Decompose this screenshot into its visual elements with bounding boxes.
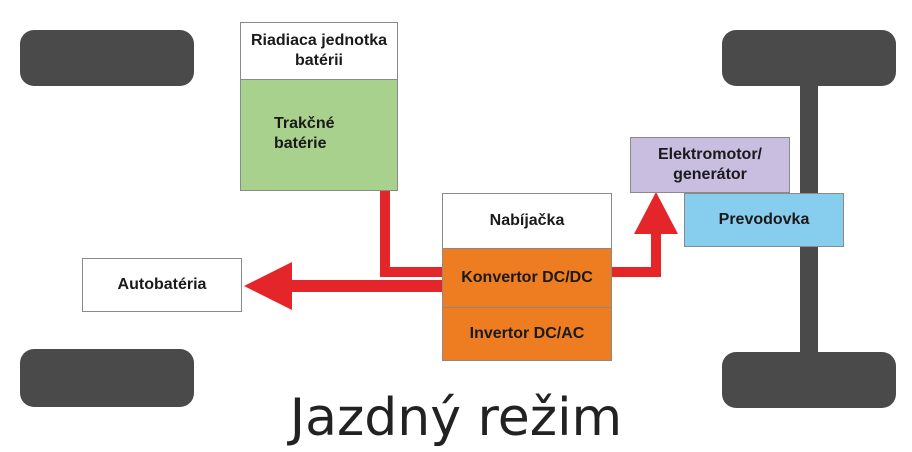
- gearbox: Prevodovka: [684, 193, 844, 247]
- dc-ac-inverter-label: Invertor DC/AC: [469, 325, 585, 342]
- auxiliary-battery: Autobatéria: [82, 258, 242, 312]
- dc-dc-converter: Konvertor DC/DC: [442, 248, 612, 308]
- dc-dc-converter-label: Konvertor DC/DC: [461, 269, 593, 286]
- front-right-wheel: [722, 30, 896, 86]
- gearbox-label: Prevodovka: [718, 211, 810, 228]
- motor-arrowhead: [634, 192, 678, 234]
- rear-right-wheel: [722, 352, 896, 408]
- charger-label: Nabíjačka: [489, 212, 565, 229]
- front-left-wheel: [20, 30, 194, 86]
- autobattery-arrowhead: [244, 262, 292, 310]
- traction-battery: Trakčné batérie: [240, 79, 398, 191]
- traction-battery-label: Trakčné batérie: [274, 115, 335, 152]
- charger: Nabíjačka: [442, 193, 612, 249]
- battery-management-unit: Riadiaca jednotka batérii: [240, 22, 398, 80]
- electric-motor-generator: Elektromotor/ generátor: [630, 137, 790, 193]
- electric-motor-generator-label: Elektromotor/ generátor: [657, 146, 762, 183]
- rear-left-wheel: [20, 349, 194, 407]
- battery-management-unit-label: Riadiaca jednotka batérii: [250, 32, 388, 69]
- dc-ac-inverter: Invertor DC/AC: [442, 307, 612, 361]
- auxiliary-battery-label: Autobatéria: [117, 276, 207, 293]
- mode-title: Jazdný režim: [289, 388, 623, 448]
